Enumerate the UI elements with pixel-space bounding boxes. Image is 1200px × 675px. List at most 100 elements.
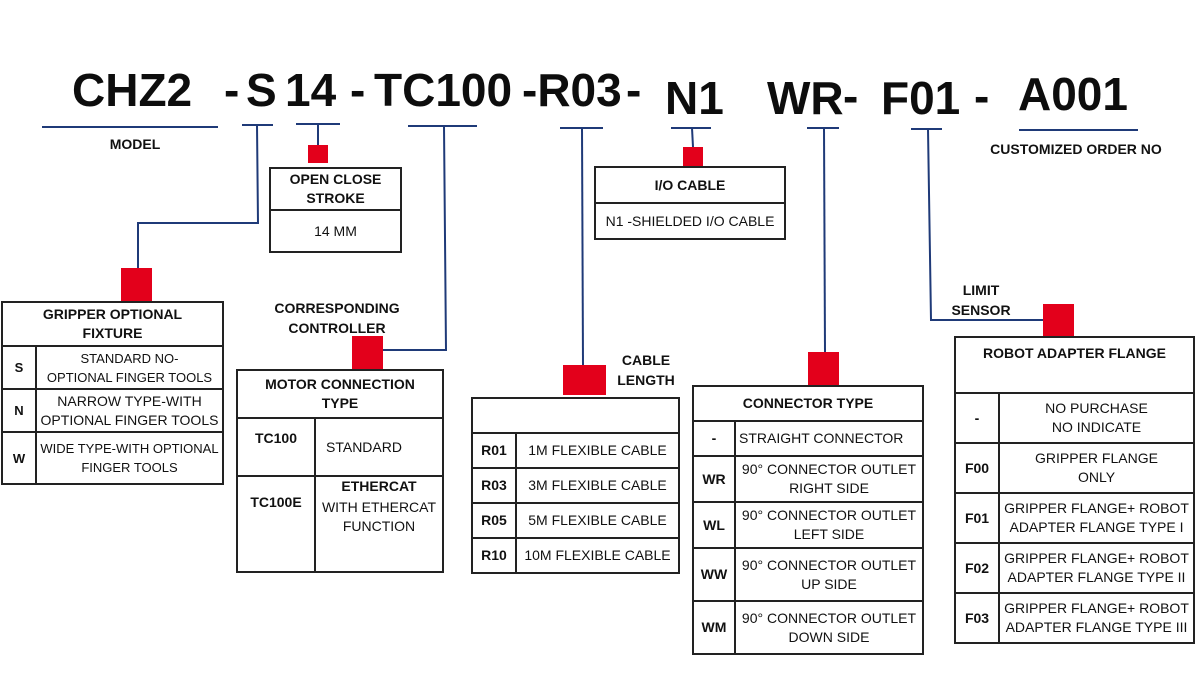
code-model: CHZ2 — [72, 64, 193, 116]
fixture-desc: STANDARD NO-OPTIONAL FINGER TOOLS — [35, 345, 224, 390]
motor-code: TC100 — [236, 417, 316, 477]
marker-cable — [563, 365, 606, 395]
cable-code: R05 — [471, 502, 517, 539]
label-line: CORRESPONDING — [274, 300, 400, 316]
io-cable-title: I/O CABLE — [594, 166, 786, 204]
cable-desc: 5M FLEXIBLE CABLE — [515, 502, 680, 539]
code-order-no: A001 — [1018, 68, 1128, 120]
connector-desc: STRAIGHT CONNECTOR — [734, 420, 924, 457]
marker-flange — [1043, 304, 1074, 337]
link-cable — [581, 127, 584, 367]
label-line: CABLE — [621, 352, 671, 368]
label-line: CONTROLLER — [288, 320, 386, 336]
marker-controller — [352, 336, 383, 370]
flange-code: F00 — [954, 442, 1000, 494]
flange-code: F01 — [954, 492, 1000, 544]
flange-code: - — [954, 392, 1000, 444]
connector-code: WM — [692, 600, 736, 655]
code-fixture: S — [246, 64, 277, 116]
label-line: SENSOR — [951, 302, 1011, 318]
code-cable-length: -R03 — [522, 64, 622, 116]
connector-code: - — [692, 420, 736, 457]
marker-io — [683, 147, 703, 166]
cable-code: R10 — [471, 537, 517, 574]
cable-desc: 3M FLEXIBLE CABLE — [515, 467, 680, 504]
code-dash: - — [224, 64, 240, 116]
connector-code: WL — [692, 501, 736, 549]
label-corresponding-controller: CORRESPONDING CONTROLLER — [262, 298, 412, 338]
motor-row: TC100E ETHERCAT WITH ETHERCAT FUNCTION — [236, 475, 444, 573]
label-line: LENGTH — [617, 372, 675, 388]
label-limit-sensor: LIMIT SENSOR — [946, 280, 1016, 320]
connector-title: CONNECTOR TYPE — [692, 385, 924, 422]
label-model: MODEL — [109, 136, 161, 152]
motor-desc: STANDARD — [314, 417, 444, 477]
cable-title — [471, 397, 680, 434]
cable-code: R03 — [471, 467, 517, 504]
fixture-code: W — [1, 431, 37, 485]
label-cable-length: CABLE LENGTH — [612, 350, 680, 390]
stroke-value: 14 MM — [269, 209, 402, 253]
fixture-row: S STANDARD NO-OPTIONAL FINGER TOOLS — [1, 345, 224, 390]
label-customized-order: CUSTOMIZED ORDER NO — [990, 141, 1162, 157]
connector-row: -STRAIGHT CONNECTOR — [692, 420, 924, 457]
marker-connector — [808, 352, 839, 385]
code-dash: - — [350, 64, 366, 116]
fixture-code: N — [1, 388, 37, 433]
cable-code: R01 — [471, 432, 517, 469]
link-fixture — [137, 124, 260, 268]
code-io-cable: N1 — [665, 72, 724, 124]
code-flange: F01 — [881, 72, 961, 124]
link-io — [691, 127, 694, 148]
code-dash: - — [626, 64, 642, 116]
io-cable-value: N1 -SHIELDED I/O CABLE — [594, 202, 786, 240]
flange-code: F02 — [954, 542, 1000, 594]
cable-desc: 1M FLEXIBLE CABLE — [515, 432, 680, 469]
motor-desc-title: ETHERCAT — [341, 478, 417, 494]
motor-desc: ETHERCAT WITH ETHERCAT FUNCTION — [314, 475, 444, 573]
flange-code: F03 — [954, 592, 1000, 644]
connector-code: WW — [692, 547, 736, 602]
motor-row: TC100 STANDARD — [236, 417, 444, 477]
code-connector: WR — [767, 72, 844, 124]
link-controller — [382, 125, 448, 351]
marker-fixture — [121, 268, 152, 301]
code-controller: TC100 — [374, 64, 513, 116]
flange-title: ROBOT ADAPTER FLANGE — [954, 336, 1195, 394]
label-line: LIMIT — [962, 282, 1000, 298]
marker-stroke — [308, 145, 328, 163]
cable-desc: 10M FLEXIBLE CABLE — [515, 537, 680, 574]
